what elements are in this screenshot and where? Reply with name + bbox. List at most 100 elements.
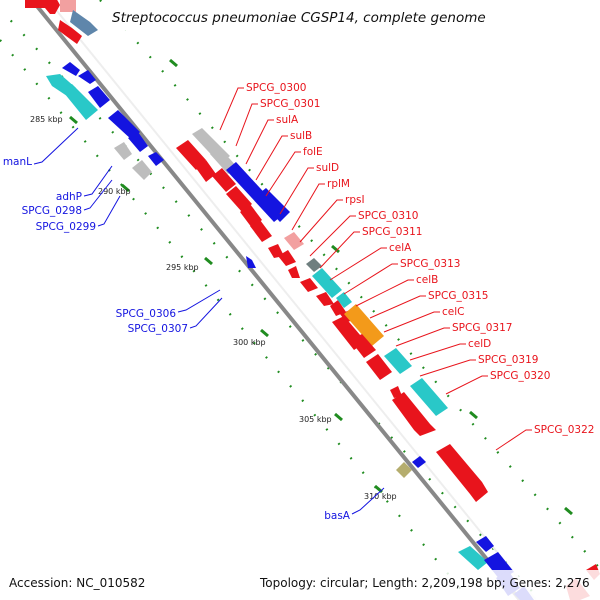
footer-bar: Accession: NC_010582 Topology: circular;… xyxy=(0,570,600,600)
tick-mark xyxy=(331,244,340,254)
gene-arrow[interactable] xyxy=(70,10,98,36)
svg-text:SPCG_0317: SPCG_0317 xyxy=(452,322,512,334)
svg-text:celD: celD xyxy=(468,338,491,350)
topology-text: Topology: circular; Length: 2,209,198 bp… xyxy=(259,576,590,590)
tick-mark xyxy=(469,410,478,420)
title-bar: Streptococcus pneumoniae CGSP14, complet… xyxy=(102,4,498,30)
gene-label-spcg-0307[interactable]: SPCG_0307 xyxy=(128,297,223,335)
gene-box[interactable] xyxy=(60,0,76,12)
svg-text:SPCG_0300: SPCG_0300 xyxy=(246,82,306,94)
svg-text:SPCG_0298: SPCG_0298 xyxy=(22,205,82,217)
gene-arrow[interactable] xyxy=(132,160,152,180)
svg-text:SPCG_0310: SPCG_0310 xyxy=(358,210,418,222)
gene-arrow[interactable] xyxy=(410,378,448,416)
gene-arrow[interactable] xyxy=(212,168,236,192)
gene-arrow[interactable] xyxy=(350,334,376,358)
gene-arrow[interactable] xyxy=(256,188,290,222)
gene-arrow[interactable] xyxy=(25,0,60,14)
accession-text: Accession: NC_010582 xyxy=(9,576,145,590)
svg-text:SPCG_0319: SPCG_0319 xyxy=(478,354,538,366)
gene-arrow[interactable] xyxy=(312,268,342,298)
gene-label-spcg-0306[interactable]: SPCG_0306 xyxy=(116,289,221,320)
tick-label-310: 310 kbp xyxy=(364,492,397,501)
gene-label-sula[interactable]: sulA xyxy=(245,114,299,165)
gene-arrow[interactable] xyxy=(316,292,334,306)
genome-backbone xyxy=(30,0,537,600)
svg-text:celA: celA xyxy=(389,242,412,254)
svg-text:manL: manL xyxy=(3,156,32,168)
gene-arrow[interactable] xyxy=(392,392,436,436)
gene-label-spcg-0301[interactable]: SPCG_0301 xyxy=(235,98,320,147)
gene-arrow[interactable] xyxy=(412,456,426,468)
gene-label-cela[interactable]: celA xyxy=(329,242,412,281)
tick-mark xyxy=(564,506,573,516)
gene-arrow[interactable] xyxy=(250,220,272,242)
gene-label-spcg-0315[interactable]: SPCG_0315 xyxy=(369,290,488,319)
svg-text:celB: celB xyxy=(416,274,438,286)
tick-mark xyxy=(204,256,213,266)
gene-arrow[interactable] xyxy=(58,20,82,44)
gene-arrow[interactable] xyxy=(240,204,262,228)
gene-label-spcg-0311[interactable]: SPCG_0311 xyxy=(319,226,422,269)
gene-arrow[interactable] xyxy=(476,536,494,552)
gene-arrow[interactable] xyxy=(196,160,216,182)
gene-label-fole[interactable]: folE xyxy=(265,146,323,197)
svg-text:SPCG_0320: SPCG_0320 xyxy=(490,370,550,382)
gene-label-rplm[interactable]: rplM xyxy=(291,178,350,231)
gene-arrow[interactable] xyxy=(284,232,304,250)
svg-text:basA: basA xyxy=(324,510,351,522)
gene-label-basa[interactable]: basA xyxy=(324,487,385,522)
tick-label-300: 300 kbp xyxy=(233,338,266,347)
gene-arrow[interactable] xyxy=(176,140,206,170)
gene-arrow[interactable] xyxy=(366,354,392,380)
svg-text:SPCG_0299: SPCG_0299 xyxy=(36,221,96,233)
gene-label-suld[interactable]: sulD xyxy=(279,162,339,215)
gene-label-adhp[interactable]: adhP xyxy=(56,165,113,203)
gene-label-spcg-0310[interactable]: SPCG_0310 xyxy=(309,210,418,257)
svg-text:SPCG_0313: SPCG_0313 xyxy=(400,258,460,270)
gene-arrow[interactable] xyxy=(226,186,252,212)
gene-label-spcg-0299[interactable]: SPCG_0299 xyxy=(36,195,121,233)
gene-arrow[interactable] xyxy=(268,244,284,258)
gene-arrow[interactable] xyxy=(108,110,140,140)
gene-label-spcg-0317[interactable]: SPCG_0317 xyxy=(395,322,512,347)
gene-label-spcg-0298[interactable]: SPCG_0298 xyxy=(22,179,113,217)
gene-label-sulb[interactable]: sulB xyxy=(255,130,312,181)
gene-arrow[interactable] xyxy=(384,348,412,374)
svg-text:celC: celC xyxy=(442,306,464,318)
gene-label-spcg-0319[interactable]: SPCG_0319 xyxy=(419,354,538,377)
gene-arrow[interactable] xyxy=(246,256,256,268)
gene-arrow[interactable] xyxy=(60,84,98,120)
gene-arrow[interactable] xyxy=(78,70,96,84)
gene-label-spcg-0320[interactable]: SPCG_0320 xyxy=(445,370,550,395)
gene-label-rpsi[interactable]: rpsI xyxy=(299,194,365,243)
gene-arrow[interactable] xyxy=(114,142,132,160)
gene-arrow[interactable] xyxy=(436,444,488,502)
position-ticks: 285 kbp 290 kbp 295 kbp 300 kbp 305 kbp … xyxy=(30,58,573,516)
tick-mark xyxy=(260,328,269,338)
gene-arrow[interactable] xyxy=(330,300,346,316)
genome-title: Streptococcus pneumoniae CGSP14, complet… xyxy=(112,10,486,26)
gene-arrow[interactable] xyxy=(344,304,384,346)
gene-arrow[interactable] xyxy=(88,86,110,108)
gene-label-celc[interactable]: celC xyxy=(383,306,464,333)
gene-arrow[interactable] xyxy=(306,258,322,272)
gene-label-celd[interactable]: celD xyxy=(409,338,491,361)
gene-arrow[interactable] xyxy=(128,132,148,152)
gene-arrow[interactable] xyxy=(278,250,296,266)
svg-text:SPCG_0315: SPCG_0315 xyxy=(428,290,488,302)
gene-label-celb[interactable]: celB xyxy=(355,274,438,307)
gene-arrow[interactable] xyxy=(62,62,80,76)
gene-arrow[interactable] xyxy=(390,386,402,398)
gene-arrow[interactable] xyxy=(288,266,300,278)
gene-label-spcg-0322[interactable]: SPCG_0322 xyxy=(495,424,594,451)
gene-arrow[interactable] xyxy=(336,292,352,308)
gene-arrow[interactable] xyxy=(300,278,318,292)
gene-label-manl[interactable]: manL xyxy=(3,127,79,168)
tick-mark xyxy=(334,412,343,422)
gene-arrow[interactable] xyxy=(458,546,488,570)
gene-arrow[interactable] xyxy=(396,462,412,478)
gene-label-spcg-0313[interactable]: SPCG_0313 xyxy=(343,258,460,295)
gene-arrow[interactable] xyxy=(148,152,164,166)
gene-label-spcg-0300[interactable]: SPCG_0300 xyxy=(219,82,306,131)
